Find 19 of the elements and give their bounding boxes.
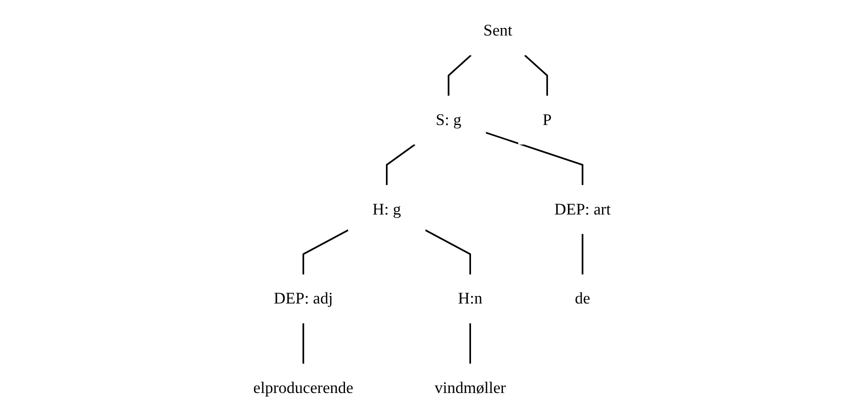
node-text: S: g <box>436 111 462 130</box>
connector <box>448 54 472 96</box>
node-text: de <box>574 290 590 308</box>
node-text: Sent <box>483 22 512 40</box>
connector <box>469 323 472 364</box>
node-text: DEP: adj <box>274 290 333 308</box>
node-text: P <box>542 111 552 130</box>
connector <box>386 144 416 186</box>
connector <box>302 229 349 274</box>
connector <box>302 323 304 364</box>
node-text: H: g <box>372 200 401 218</box>
node-text: DEP: art <box>554 200 611 218</box>
node-text: vindmøller <box>434 379 506 398</box>
connector <box>582 234 584 274</box>
node-text: elproducerende <box>253 379 354 398</box>
connector <box>524 54 548 96</box>
node-text: H:n <box>458 290 482 308</box>
connector <box>424 229 472 274</box>
connector <box>486 132 584 186</box>
